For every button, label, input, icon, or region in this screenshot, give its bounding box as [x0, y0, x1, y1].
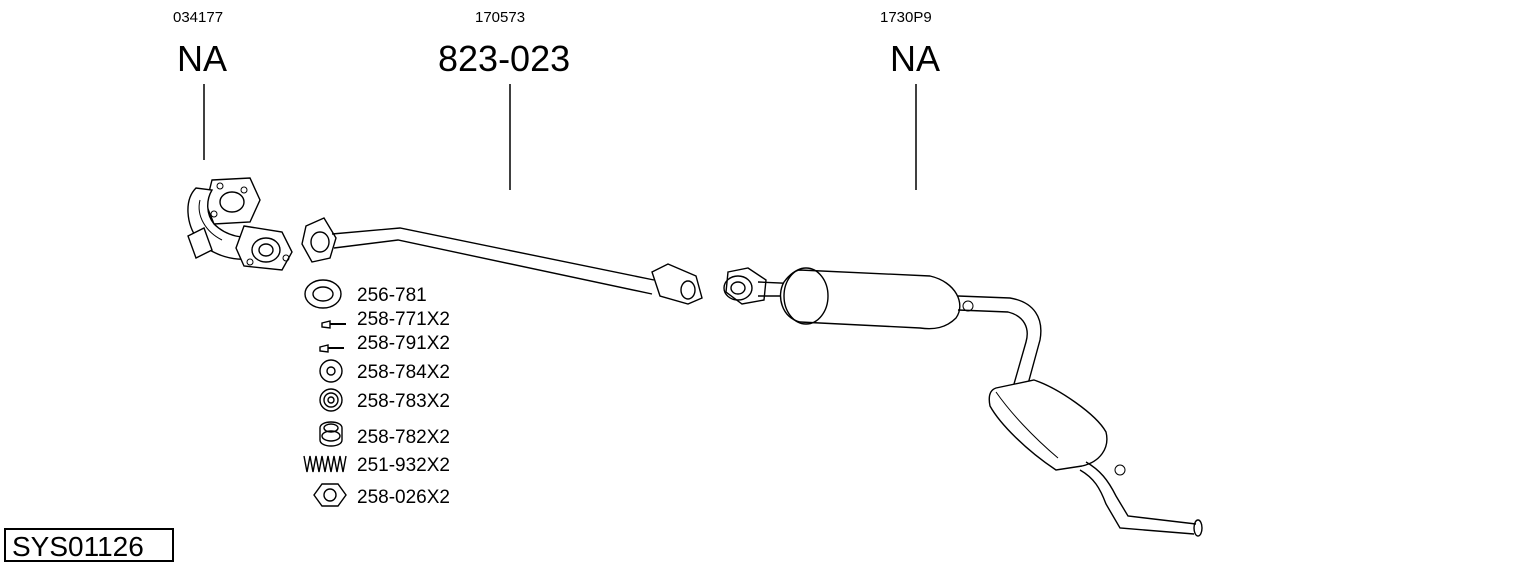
header-code-3: 1730P9 [880, 9, 932, 26]
hex-nut-icon [313, 483, 347, 507]
header-code-1: 034177 [173, 9, 224, 26]
accessory-label-258-782x2: 258-782X2 [357, 427, 450, 448]
bolt-icon [319, 344, 344, 353]
manifold-pipe-drawing [187, 177, 293, 271]
system-id-badge: SYS01126 [4, 528, 174, 562]
bolt-icon [321, 320, 346, 329]
centre-silencer-drawing [723, 267, 1042, 385]
accessory-label-258-783x2: 258-783X2 [357, 391, 450, 412]
spring-icon [303, 455, 347, 473]
part-number-3: NA [890, 38, 941, 79]
rear-silencer-drawing [988, 379, 1203, 537]
header-code-2: 170573 [475, 9, 526, 26]
intermediate-pipe-drawing [301, 217, 703, 305]
part-number-1: NA [177, 38, 228, 79]
gasket-ring-icon [304, 279, 342, 309]
rubber-mount-icon [319, 421, 343, 447]
accessory-label-258-771x2: 258-771X2 [357, 309, 450, 330]
accessory-label-258-026x2: 258-026X2 [357, 487, 450, 508]
part-number-2: 823-023 [438, 38, 571, 79]
washer-icon [319, 359, 343, 383]
accessory-label-258-791x2: 258-791X2 [357, 333, 450, 354]
accessory-label-256-781: 256-781 [357, 285, 427, 306]
accessory-label-251-932x2: 251-932X2 [357, 455, 450, 476]
accessory-label-258-784x2: 258-784X2 [357, 362, 450, 383]
rubber-mount-icon [319, 388, 343, 412]
